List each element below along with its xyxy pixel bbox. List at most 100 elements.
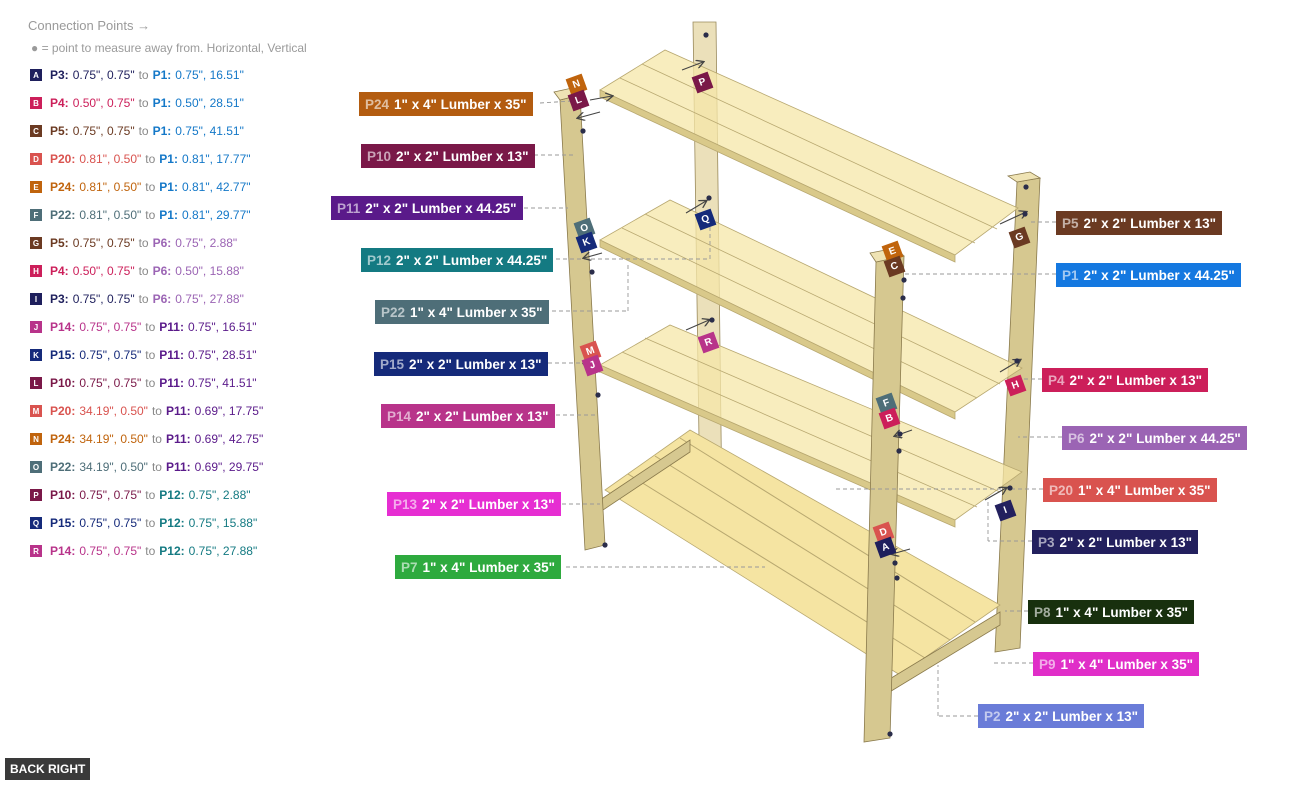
connection-to-part: P6: [152,292,172,306]
connection-to-value: 0.75", 2.88" [175,236,238,250]
connection-from-part: P24: [50,432,76,446]
connection-from-value: 0.75", 0.75" [72,68,135,82]
connection-to-part: P11: [159,320,184,334]
connection-from-value: 0.50", 0.75" [72,96,135,110]
post-back-right-side [1006,171,1042,183]
connection-from-part: P14: [50,544,76,558]
connection-badge: H [30,265,42,277]
connection-to-value: 0.81", 29.77" [181,208,251,222]
connection-badge: F [30,209,42,221]
connection-from-value: 0.75", 0.75" [79,348,142,362]
connection-to-value: 0.81", 17.77" [181,152,251,166]
connection-to-word: to [145,348,156,362]
connection-from-value: 0.75", 0.75" [79,376,142,390]
connection-to-value: 0.75", 16.51" [175,68,244,82]
connection-from-value: 0.75", 0.75" [72,292,135,306]
connection-from-value: 0.75", 0.75" [79,544,142,558]
connection-to-word: to [145,376,156,390]
connection-to-value: 0.69", 17.75" [194,404,264,418]
connection-to-word: to [138,124,149,138]
connection-from-part: P24: [50,180,76,194]
connection-from-part: P20: [50,152,76,166]
connection-from-value: 0.75", 0.75" [72,236,135,250]
connection-to-part: P11: [159,348,184,362]
connection-from-value: 34.19", 0.50" [79,432,148,446]
shelf-middle-front [599,239,956,420]
connection-to-part: P1: [159,208,178,222]
connection-badge: M [30,405,42,417]
connection-from-part: P22: [50,460,76,474]
connection-from-value: 0.50", 0.75" [72,264,135,278]
connection-to-part: P11: [165,432,191,446]
connection-to-part: P6: [152,264,172,278]
connection-to-value: 0.50", 28.51" [175,96,244,110]
connection-points-title: Connection Points → [28,18,151,33]
connection-to-word: to [151,404,162,418]
connection-badge: A [30,69,42,81]
connection-badge: G [30,237,42,249]
connection-from-value: 0.81", 0.50" [79,152,142,166]
connection-from-value: 0.81", 0.50" [79,208,142,222]
connection-to-word: to [145,208,156,222]
connection-from-part: P5: [50,236,69,250]
connection-to-part: P1: [159,180,178,194]
connection-to-word: to [138,236,149,250]
connection-to-value: 0.75", 16.51" [187,320,257,334]
connection-badge: B [30,97,42,109]
connection-from-value: 34.19", 0.50" [79,460,148,474]
connection-to-word: to [145,180,156,194]
connection-from-value: 0.75", 0.75" [79,516,142,530]
view-back-right-button[interactable]: BACK RIGHT [5,758,91,780]
connection-to-value: 0.75", 15.88" [188,516,258,530]
connection-to-value: 0.75", 27.88" [175,292,244,306]
measure-points [580,32,1029,737]
connection-to-value: 0.75", 28.51" [187,348,257,362]
connection-to-word: to [145,152,156,166]
connection-to-word: to [145,544,156,558]
connection-badge: L [30,377,42,389]
connection-from-value: 0.75", 0.75" [79,320,142,334]
connection-badge: P [30,489,42,501]
connection-to-word: to [145,488,156,502]
connection-badge: N [30,433,42,445]
connection-badge: Q [30,517,42,529]
connection-badge: D [30,153,42,165]
connection-points-subtitle: ● = point to measure away from. Horizont… [31,41,307,55]
leader-lines [524,99,1062,717]
connection-to-part: P11: [165,404,191,418]
connection-to-value: 0.75", 2.88" [188,488,251,502]
connection-from-value: 0.75", 0.75" [72,124,135,138]
connection-from-part: P5: [50,124,69,138]
connection-to-word: to [138,68,149,82]
connection-to-part: P6: [152,236,172,250]
